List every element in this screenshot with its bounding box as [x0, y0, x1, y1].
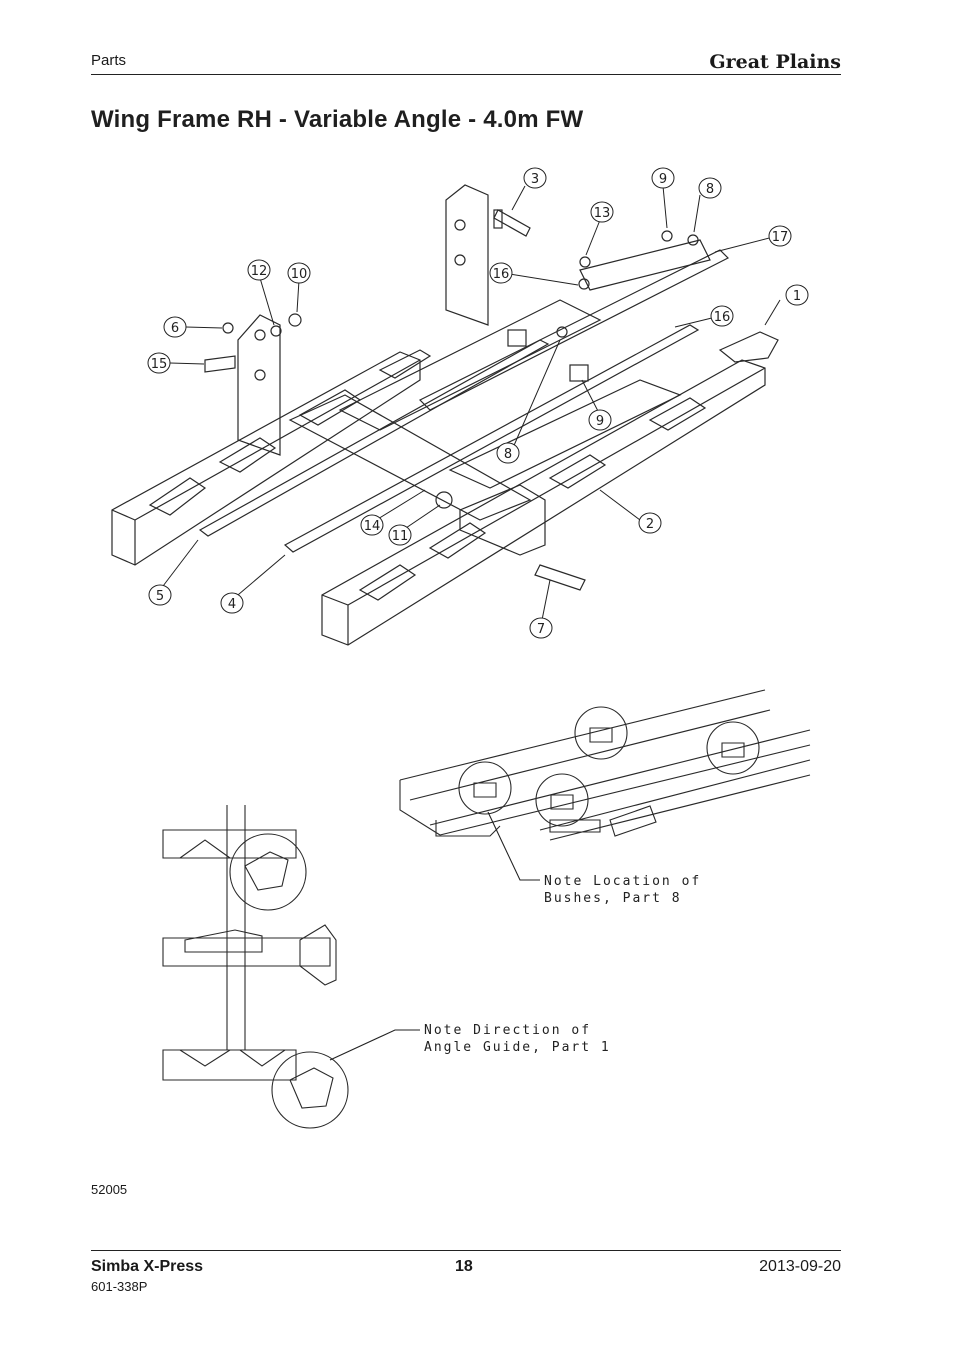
callout-label: 6 [171, 321, 179, 336]
left-beam [111, 351, 421, 566]
bushes-note-line-2: Bushes, Part 8 [544, 891, 682, 906]
callout-label: 9 [596, 414, 604, 429]
bush-detail-view [399, 689, 811, 881]
angle-guide-part-1 [718, 331, 779, 363]
callout-label: 17 [772, 230, 789, 245]
callout-label: 15 [151, 357, 168, 372]
bush-detail-circle [706, 721, 760, 775]
callout-label: 1 [793, 289, 801, 304]
pin-part-3 [493, 209, 531, 237]
callout-label: 8 [504, 447, 512, 462]
callout-labels: 1 2 3 4 5 6 7 8 8 9 9 10 11 12 13 14 15 … [151, 172, 801, 637]
callout-label: 13 [594, 206, 611, 221]
figure-id: 52005 [91, 1182, 128, 1197]
brand-logo: Great Plains [709, 51, 841, 73]
angle-guide-detail-circle [271, 1051, 349, 1129]
page-title: Wing Frame RH - Variable Angle - 4.0m FW [91, 106, 584, 133]
bush-detail-circle [574, 706, 628, 760]
callout-bubbles [147, 167, 809, 639]
bush-detail-circle [458, 761, 512, 815]
bushes-note-line-1: Note Location of [544, 874, 701, 889]
angle-guide-detail-circle [229, 833, 307, 911]
angle-guide-note-line-2: Angle Guide, Part 1 [424, 1040, 611, 1055]
footer-page-number: 18 [455, 1258, 473, 1275]
part-17 [579, 239, 711, 291]
callout-label: 12 [251, 264, 268, 279]
header-section: Parts [91, 52, 127, 69]
callout-label: 2 [646, 517, 654, 532]
callout-label: 4 [228, 597, 236, 612]
callout-label: 9 [659, 172, 667, 187]
angle-guide-note: Note Direction of Angle Guide, Part 1 [424, 1023, 611, 1055]
footer-rule [91, 1250, 841, 1251]
callout-label: 14 [364, 519, 381, 534]
left-upright [237, 314, 281, 456]
bushes-note: Note Location of Bushes, Part 8 [544, 874, 701, 906]
footer-date: 2013-09-20 [759, 1258, 841, 1275]
callout-label: 8 [706, 182, 714, 197]
callout-label: 3 [531, 172, 539, 187]
rail-part-4 [283, 324, 700, 553]
main-exploded-view [111, 184, 779, 646]
callout-label: 10 [291, 267, 308, 282]
callout-label: 16 [493, 267, 510, 282]
callout-label: 16 [714, 310, 731, 325]
header-rule [91, 74, 841, 75]
angle-guide-note-line-1: Note Direction of [424, 1023, 591, 1038]
bush-detail-circle [535, 773, 589, 827]
footer-product: Simba X-Press [91, 1258, 204, 1275]
callout-label: 11 [392, 529, 409, 544]
center-upright [445, 184, 489, 326]
angle-guide-view [162, 805, 420, 1129]
callout-label: 5 [156, 589, 164, 604]
pin-part-7 [534, 564, 586, 591]
cross-frame [288, 394, 532, 521]
right-beam [321, 359, 766, 646]
rail-part-5 [198, 339, 550, 537]
callout-label: 7 [537, 622, 545, 637]
leader-lines [159, 185, 781, 626]
footer-part-number: 601-338P [91, 1279, 148, 1294]
